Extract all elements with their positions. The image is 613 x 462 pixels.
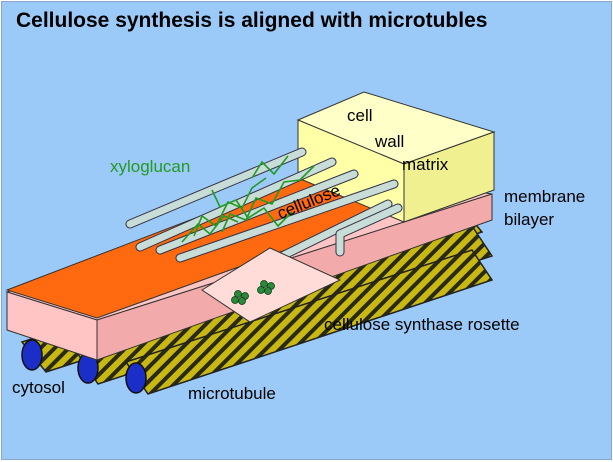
label-matrix: matrix xyxy=(402,155,449,174)
microfibril-6 xyxy=(335,203,403,257)
microtubule-front xyxy=(124,249,494,395)
rosette-1 xyxy=(231,290,249,305)
rosette-patch xyxy=(201,247,342,323)
rosette-2 xyxy=(257,280,275,295)
microfibril-2 xyxy=(135,157,337,252)
label-cytosol: cytosol xyxy=(12,378,65,397)
label-xyloglucan: xyloglucan xyxy=(110,157,191,176)
label-microtubule: microtubule xyxy=(188,384,276,403)
label-membrane: membrane xyxy=(504,187,586,206)
page-title: Cellulose synthesis is aligned with micr… xyxy=(16,9,488,32)
xyloglucan-crosslinks xyxy=(181,155,315,243)
label-bilayer: bilayer xyxy=(504,210,555,229)
microfibril-4 xyxy=(175,179,399,263)
label-rosette: cellulose synthase rosette xyxy=(324,315,520,334)
label-wall: wall xyxy=(375,132,405,151)
microfibril-1 xyxy=(125,147,307,229)
label-cell: cell xyxy=(347,106,373,125)
